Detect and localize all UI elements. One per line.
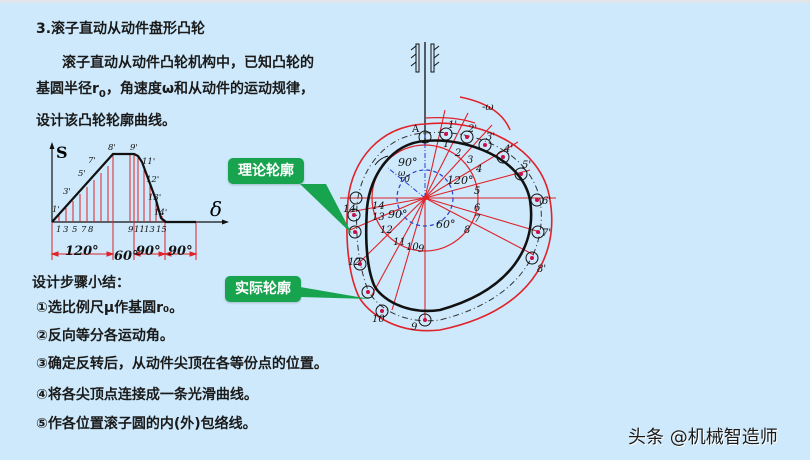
svg-text:8': 8' — [537, 264, 546, 275]
minus-omega-label: -ω — [482, 102, 494, 113]
angle-rise: 120° — [65, 244, 99, 259]
svg-text:10: 10 — [406, 242, 419, 253]
svg-text:14: 14 — [343, 204, 356, 215]
step-4: ④将各尖顶点连接成一条光滑曲线。 — [36, 387, 258, 403]
intro-paragraph: 滚子直动从动件凸轮机构中，已知凸轮的 基圆半径r0，角速度ω和从动件的运动规律，… — [36, 50, 366, 134]
steps-title: 设计步骤小结： — [32, 275, 130, 291]
intro-subscript: 0 — [98, 88, 106, 100]
svg-text:7: 7 — [474, 214, 481, 225]
svg-text:9': 9' — [130, 143, 138, 153]
svg-text:9: 9 — [418, 244, 425, 255]
top-border — [0, 0, 810, 3]
watermark: 头条 @机械智造师 — [628, 427, 778, 448]
angle-120: 120° — [447, 174, 474, 187]
svg-text:7': 7' — [88, 156, 96, 166]
svg-text:2': 2' — [467, 124, 477, 135]
angle-90-top: 90° — [398, 156, 418, 169]
callout-actual-profile: 实际轮廓 — [225, 276, 301, 302]
svg-text:3': 3' — [63, 187, 71, 197]
step-3: ③确定反转后，从动件尖顶在各等份点的位置。 — [36, 356, 328, 372]
svg-text:8': 8' — [108, 143, 116, 153]
svg-text:7': 7' — [542, 228, 551, 239]
intro-line-2: 基圆半径r0，角速度ω和从动件的运动规律， — [36, 76, 366, 108]
svg-text:1': 1' — [52, 205, 60, 215]
angle-dwell-low: 90° — [168, 244, 193, 259]
point-a-label: A — [411, 124, 420, 135]
step-1: ①选比例尺μ作基圆r₀。 — [36, 300, 184, 316]
svg-text:13: 13 — [144, 225, 155, 235]
svg-text:1: 1 — [56, 225, 61, 235]
callout-theory-pointer — [300, 184, 352, 234]
angle-60: 60° — [436, 218, 456, 231]
step-5: ⑤作各位置滚子圆的内(外)包络线。 — [36, 416, 257, 432]
svg-text:13: 13 — [372, 212, 385, 223]
svg-text:8: 8 — [464, 225, 470, 236]
callout-theoretical-profile: 理论轮廓 — [228, 158, 304, 184]
callout-actual-pointer — [300, 287, 370, 299]
page-title: 3.滚子直动从动件盘形凸轮 — [36, 21, 206, 37]
omega-inner-label: ω — [398, 169, 406, 179]
svg-text:4: 4 — [475, 164, 482, 175]
svg-text:12: 12 — [348, 257, 361, 268]
svg-text:10: 10 — [372, 314, 385, 325]
svg-text:8: 8 — [88, 225, 94, 235]
svg-text:12': 12' — [146, 175, 159, 185]
svg-text:12: 12 — [380, 225, 393, 236]
s-axis-label: S — [56, 143, 68, 162]
cam-profile-diagram: -ω A r0 ω 90° 120° — [340, 42, 556, 333]
svg-text:3': 3' — [486, 132, 495, 143]
svg-text:6: 6 — [474, 203, 481, 214]
svg-text:9: 9 — [411, 322, 418, 333]
svg-text:14: 14 — [372, 201, 385, 212]
svg-text:1: 1 — [443, 139, 449, 150]
svg-text:2: 2 — [454, 148, 461, 159]
delta-axis-label: δ — [210, 197, 222, 221]
svg-text:5': 5' — [78, 169, 86, 179]
svg-text:5: 5 — [72, 225, 77, 235]
svg-text:13': 13' — [148, 193, 161, 203]
svg-text:3: 3 — [467, 155, 473, 166]
svg-text:3: 3 — [63, 225, 68, 235]
svg-text:9: 9 — [128, 225, 134, 235]
r0-label: r0 — [400, 175, 410, 185]
svg-text:1': 1' — [448, 120, 457, 131]
angle-return: 90° — [136, 244, 161, 259]
step-2: ②反向等分各运动角。 — [36, 328, 174, 344]
intro-line-2a: 基圆半径r — [36, 81, 99, 97]
angle-90-left: 90° — [388, 208, 408, 221]
svg-text:4': 4' — [503, 144, 513, 155]
svg-text:11: 11 — [393, 237, 406, 248]
intro-line-3: 设计该凸轮轮廓曲线。 — [36, 112, 176, 129]
svg-text:7: 7 — [81, 225, 87, 235]
svg-text:5': 5' — [522, 160, 531, 171]
angle-dwell-high: 60° — [114, 249, 139, 264]
svg-text:5: 5 — [474, 186, 480, 197]
svg-text:11': 11' — [142, 157, 155, 167]
intro-line-1: 滚子直动从动件凸轮机构中，已知凸轮的 — [62, 55, 314, 71]
svg-text:15: 15 — [156, 225, 167, 235]
svg-text:6': 6' — [542, 196, 551, 207]
svg-text:11: 11 — [134, 225, 145, 235]
intro-line-2b: ，角速度ω和从动件的运动规律， — [105, 81, 315, 97]
svg-text:14': 14' — [154, 208, 167, 218]
